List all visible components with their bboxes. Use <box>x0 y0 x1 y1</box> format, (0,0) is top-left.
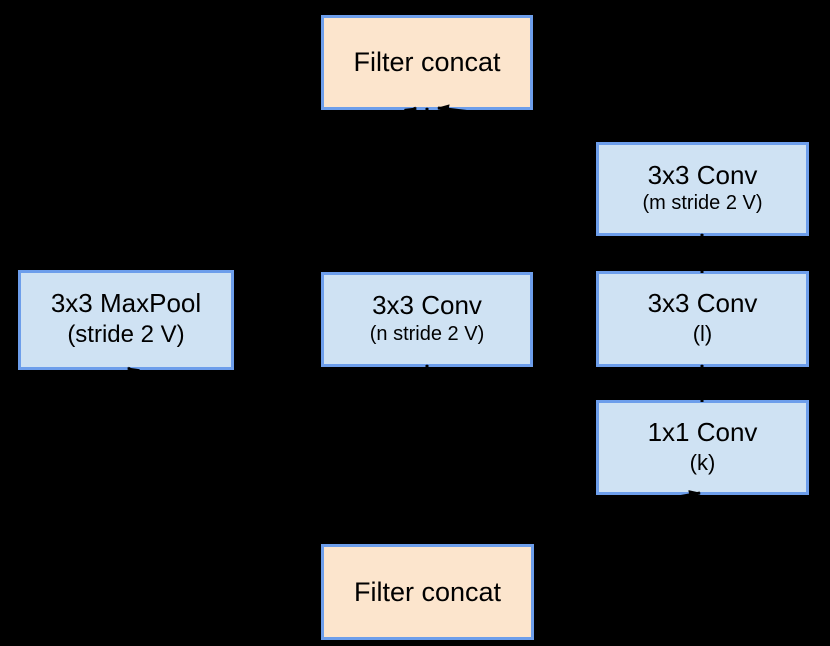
node-sublabel: (n stride 2 V) <box>369 322 485 345</box>
node-label: Filter concat <box>353 576 502 607</box>
node-sublabel: (k) <box>689 449 716 475</box>
node-label: 1x1 Conv <box>647 416 758 447</box>
node-3x3-conv-l: 3x3 Conv (l) <box>596 271 809 367</box>
node-label: 3x3 MaxPool <box>50 287 202 318</box>
node-3x3-conv-m-stride-2: 3x3 Conv (m stride 2 V) <box>596 142 809 236</box>
node-label: Filter concat <box>353 47 501 77</box>
node-filter-concat-top: Filter concat <box>321 15 533 110</box>
arrow-maxpool-to-filter_concat_top <box>125 106 417 270</box>
node-1x1-conv-k: 1x1 Conv (k) <box>596 400 809 495</box>
node-3x3-conv-n-stride-2: 3x3 Conv (n stride 2 V) <box>321 272 533 367</box>
node-3x3-maxpool: 3x3 MaxPool (stride 2 V) <box>18 270 234 370</box>
node-label: 3x3 Conv <box>647 159 758 190</box>
node-sublabel: (m stride 2 V) <box>642 192 763 215</box>
node-sublabel: (l) <box>692 321 713 347</box>
arrow-filter_concat_bottom-to-conv_k <box>430 490 701 544</box>
node-label: 3x3 Conv <box>372 290 482 321</box>
node-filter-concat-bottom: Filter concat <box>321 544 534 640</box>
arrow-conv_m-to-filter_concat_top <box>437 104 703 142</box>
arrow-filter_concat_bottom-to-maxpool <box>127 366 425 544</box>
node-label: 3x3 Conv <box>647 288 758 319</box>
node-sublabel: (stride 2 V) <box>67 320 185 348</box>
